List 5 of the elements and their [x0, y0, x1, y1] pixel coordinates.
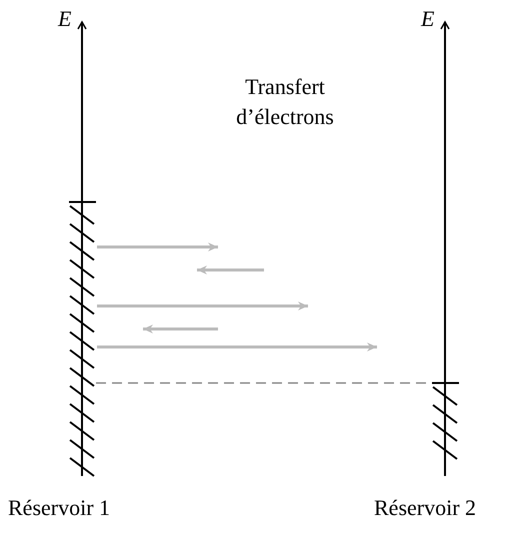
axis-label: E	[58, 5, 72, 33]
diagram-caption: Transfert d’électrons	[235, 73, 335, 131]
reservoir-label: Réservoir 1	[8, 494, 110, 522]
axis-label: E	[421, 5, 434, 33]
reservoir-label: Réservoir 2	[374, 494, 476, 522]
